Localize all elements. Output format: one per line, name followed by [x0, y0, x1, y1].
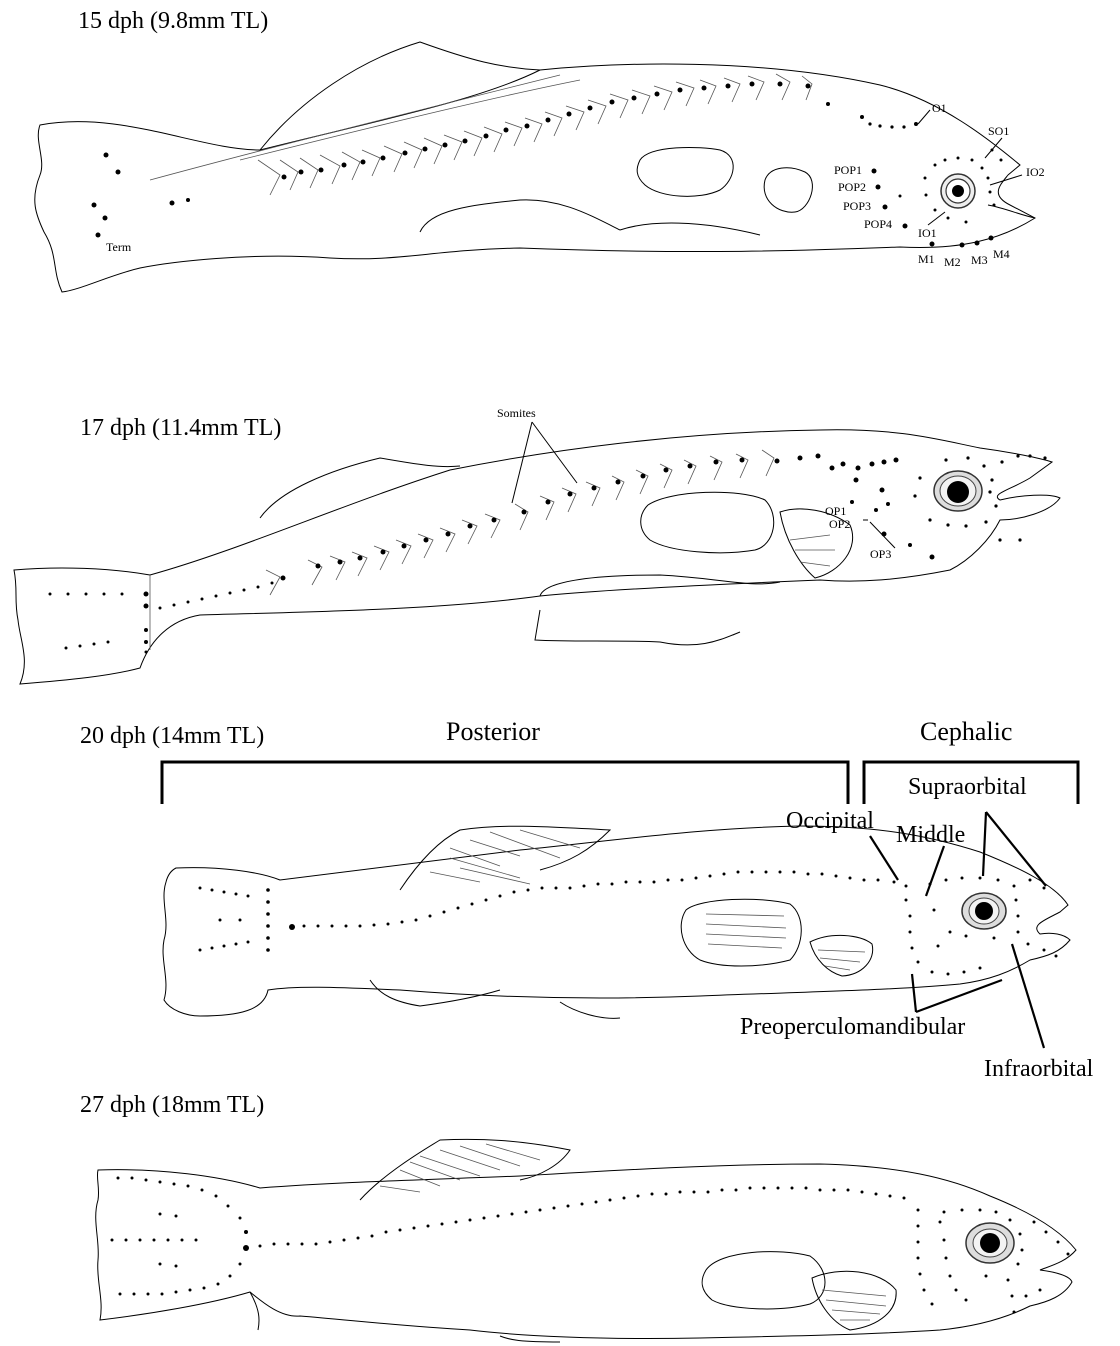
fish-27-gut	[702, 1252, 825, 1309]
label-op1: OP1	[825, 504, 846, 518]
label-op2: OP2	[829, 517, 850, 531]
fish-20-pectoral	[810, 935, 873, 976]
fish-15-somites	[258, 74, 812, 195]
label-pop4: POP4	[864, 217, 892, 231]
label-m2: M2	[944, 255, 961, 269]
fish-20-eye	[962, 893, 1006, 929]
fish-17-gut	[641, 492, 774, 553]
fish-17-eye	[934, 471, 982, 511]
label-io2: IO2	[1026, 165, 1045, 179]
fish-15-ventral-fin	[420, 200, 620, 232]
fish-17dph: 17 dph (11.4mm TL)	[14, 406, 1060, 684]
stage-title-20: 20 dph (14mm TL)	[80, 723, 264, 749]
fish-17-dorsal-fin	[260, 458, 460, 518]
label-pop3: POP3	[843, 199, 871, 213]
region-cephalic-label: Cephalic	[920, 717, 1012, 746]
posterior-bracket	[162, 762, 848, 804]
label-m3: M3	[971, 253, 988, 267]
stage-title-17: 17 dph (11.4mm TL)	[80, 415, 281, 441]
label-m4: M4	[993, 247, 1010, 261]
fish-17-body-outline	[14, 430, 1060, 684]
label-o1: O1	[932, 101, 947, 115]
label-op3: OP3	[870, 547, 891, 561]
label-middle: Middle	[896, 822, 965, 848]
fish-15-caudal-margin	[150, 75, 560, 180]
stage-title-15: 15 dph (9.8mm TL)	[78, 8, 268, 34]
fish-15-body-outline	[35, 64, 1035, 292]
fish-27-dorsal-fin	[360, 1139, 570, 1200]
fish-15-dorsal-fin	[260, 42, 540, 150]
stage-title-27: 27 dph (18mm TL)	[80, 1092, 264, 1118]
fish-15-eye	[941, 174, 975, 208]
label-somites: Somites	[497, 406, 536, 420]
label-supraorbital: Supraorbital	[908, 774, 1027, 800]
fish-20-body-outline	[163, 826, 1070, 1016]
label-term: Term	[106, 240, 132, 254]
fish-15-pectoral	[764, 168, 812, 212]
label-infraorbital: Infraorbital	[984, 1056, 1094, 1082]
fish-27dph: 27 dph (18mm TL)	[80, 1092, 1076, 1342]
fish-27-body-outline	[96, 1164, 1076, 1339]
fish-27-neuromasts	[111, 1177, 1070, 1314]
fish-20-ventral-fin	[370, 980, 620, 1018]
fish-15dph: 15 dph (9.8mm TL)	[35, 8, 1045, 292]
label-io1: IO1	[918, 226, 937, 240]
fish-17-somite-leaders	[512, 422, 577, 503]
label-so1: SO1	[988, 124, 1009, 138]
label-preoperculomandibular: Preoperculomandibular	[740, 1014, 965, 1040]
fish-20-gut	[681, 899, 801, 966]
fish-27-eye	[966, 1223, 1014, 1263]
region-posterior-label: Posterior	[446, 717, 540, 746]
label-pop1: POP1	[834, 163, 862, 177]
fish-20dph: 20 dph (14mm TL) Posterior Cephalic	[80, 717, 1094, 1082]
label-occipital: Occipital	[786, 808, 874, 834]
fish-15-gut	[637, 147, 733, 196]
fish-17-neuromasts	[49, 454, 1047, 654]
label-m1: M1	[918, 252, 935, 266]
fish-20-dorsal-fin	[400, 826, 610, 890]
label-pop2: POP2	[838, 180, 866, 194]
